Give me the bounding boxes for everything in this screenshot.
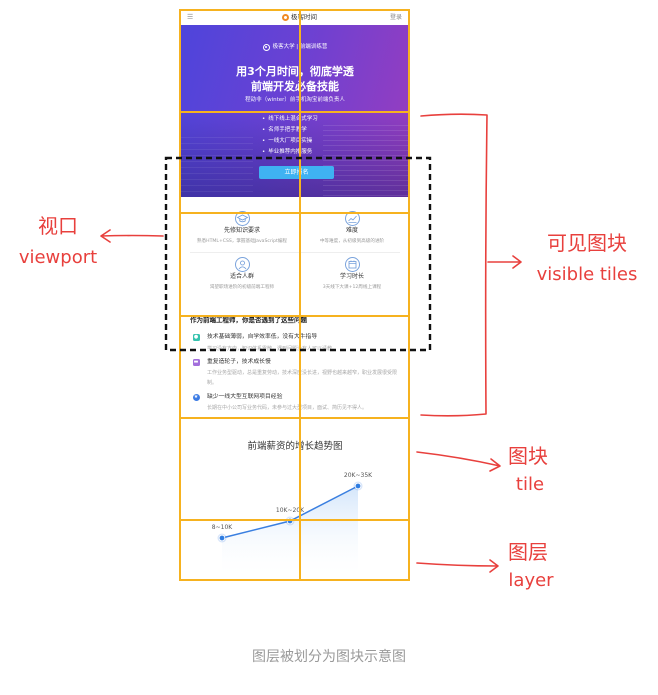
salary-chart-plot: 8~10K 10K~20K 20K~35K: [212, 472, 373, 580]
feature-desc: 熟悉HTML+CSS，掌握基础JavaScript编程: [196, 238, 288, 244]
audience-icon: [234, 256, 250, 272]
feature-divider: [190, 252, 400, 253]
site-logo[interactable]: 极客时间: [282, 12, 317, 23]
menu-icon[interactable]: ☰: [187, 13, 194, 21]
instructor-line: 程劭非（winter）前手机淘宝前端负责人: [245, 97, 345, 103]
login-link[interactable]: 登录: [389, 14, 402, 21]
feature-title: 先修知识要求: [223, 227, 260, 234]
difficulty-chart-icon: [344, 210, 360, 226]
feature-title: 难度: [345, 227, 358, 234]
feature-title: 学习时长: [339, 273, 364, 280]
tile-label-zh: 图块: [508, 444, 548, 468]
viewport-arrow: [100, 229, 164, 243]
folder-icon: ▬: [192, 358, 200, 366]
feature-title: 适合人群: [229, 273, 254, 280]
tile-arrow: [416, 451, 501, 472]
data-label: 8~10K: [212, 524, 233, 531]
viewport-label-zh: 视口: [38, 214, 78, 238]
figure-caption: 图层被划分为图块示意图: [252, 649, 406, 665]
problem-desc: 工作业务型驱动，总是重复劳动，技术深度没长进，视野也越来越窄，职业发展很受限制。: [207, 370, 398, 386]
feature-desc: 渴望职场进阶的初级前端工程师: [209, 284, 275, 290]
feature-desc: 中等难度，从初级到高级的进阶: [319, 238, 385, 244]
data-point[interactable]: [218, 534, 226, 542]
problem-title: 技术基础薄弱，自学效率低，没有大牛指导: [207, 334, 318, 340]
hero-code-texture: [181, 137, 253, 197]
visible-tiles-arrow: [487, 255, 522, 269]
feature-desc: 3天线下大课+12周线上课程: [322, 284, 382, 290]
star-icon: ★: [192, 393, 200, 401]
hero-headline-1: 用3个月时间，彻底学透: [236, 65, 354, 78]
brand-text: 极客大学 | 前端训练营: [272, 44, 328, 50]
tile-label-en: tile: [515, 474, 545, 495]
logo-text: 极客时间: [291, 13, 317, 21]
hero-bullet: 毕业推荐内推服务: [262, 148, 312, 156]
hero-bullet: 一线大厂项目实操: [262, 137, 312, 145]
hero-headline-2: 前端开发必备技能: [251, 80, 339, 93]
data-label: 20K~35K: [344, 472, 373, 479]
hero-bullet: 名师手把手教学: [262, 126, 307, 134]
problems-section: 作为前端工程师，你是否遇到了这些问题 ● 技术基础薄弱，自学效率低，没有大牛指导…: [181, 310, 409, 420]
layer-arrow: [416, 559, 499, 573]
layer-label-zh: 图层: [508, 540, 548, 564]
course-features: 先修知识要求 熟悉HTML+CSS，掌握基础JavaScript编程 难度 中等…: [181, 197, 409, 310]
calendar-icon: [344, 256, 360, 272]
brand-row: 极客大学 | 前端训练营: [181, 42, 409, 52]
top-nav-bar: ☰ 极客时间 登录: [181, 10, 409, 25]
viewport-label-en: viewport: [18, 247, 98, 268]
enroll-button[interactable]: 立即报名: [259, 166, 334, 179]
mobile-page-layer: ☰ 极客时间 登录 极客大学 | 前端训练营 用3个月时间，彻底学透 前端开发必…: [181, 10, 409, 580]
salary-chart: 前端薪资的增长趋势图 8~10K 10K~20K 20K~35: [181, 420, 409, 580]
learner-icon: ●: [192, 333, 200, 341]
visible-tiles-label-en: visible tiles: [536, 264, 638, 285]
problems-heading: 作为前端工程师，你是否遇到了这些问题: [190, 315, 307, 324]
hero-bullet: 线下线上混合式学习: [262, 115, 318, 123]
layer-label-en: layer: [508, 570, 554, 591]
problem-desc: 学习没有方向，知识体系零散，遇到问题没有人可以请教: [207, 346, 333, 352]
hero-code-texture: [323, 125, 409, 197]
data-label: 10K~20K: [276, 507, 305, 514]
problem-title: 重复造轮子，技术成长慢: [207, 359, 271, 365]
problem-title: 缺少一线大型互联网项目经验: [207, 394, 283, 400]
visible-tiles-label-zh: 可见图块: [547, 231, 627, 255]
problem-desc: 长期在中小公司写业务代码，未参与过大型项目，面试、简历见不得人。: [207, 405, 368, 411]
geek-university-logo-icon: [262, 43, 270, 51]
hero-banner: 极客大学 | 前端训练营 用3个月时间，彻底学透 前端开发必备技能 程劭非（wi…: [181, 25, 409, 197]
data-point[interactable]: [286, 517, 294, 525]
geektime-logo-icon: [282, 14, 289, 21]
data-point[interactable]: [354, 482, 362, 490]
graduation-cap-icon: [234, 210, 250, 226]
visible-tiles-bracket: [420, 113, 488, 417]
